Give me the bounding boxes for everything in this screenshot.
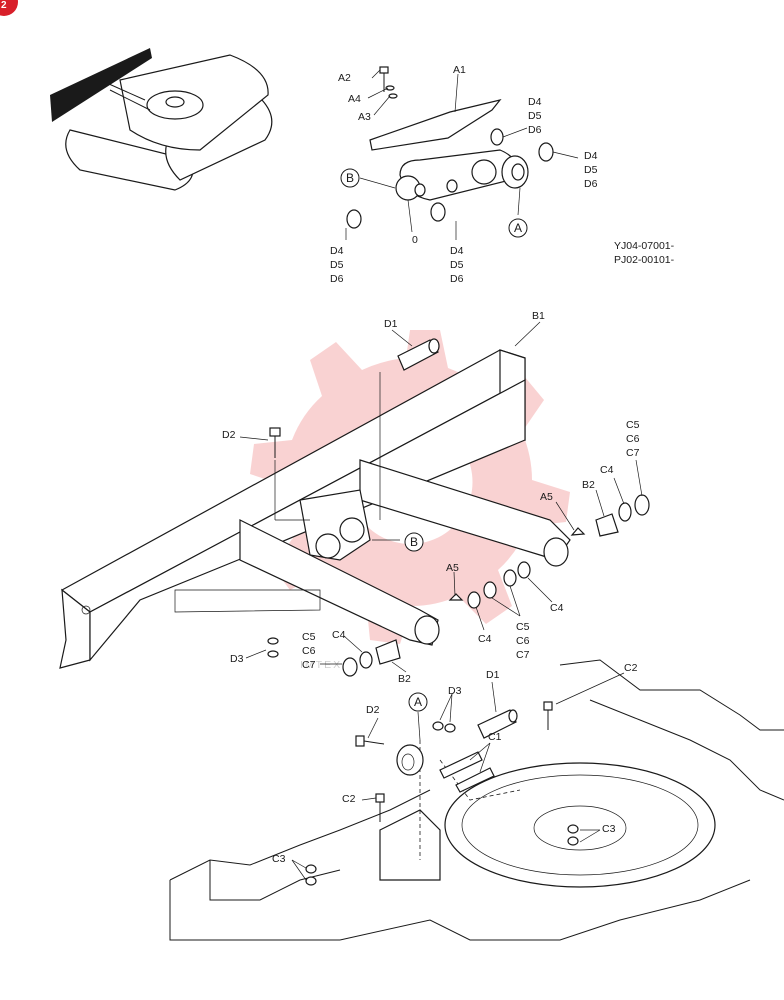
callout-A-top [508,218,528,238]
label-B2b: B2 [398,673,411,685]
label-D6b: D6 [584,178,598,190]
label-B2a: B2 [582,479,595,491]
label-C2b: C2 [342,793,356,805]
bottom-labels: A D3 D1 D2 C1 C2 C2 C3 C3 [272,662,638,865]
blade-assembly [59,321,650,677]
label-C4c: C4 [550,602,564,614]
label-A5b: A5 [446,562,459,574]
label-circle-B-main: B [410,535,418,549]
label-C6a: C6 [626,433,640,445]
label-C4a: C4 [600,464,614,476]
label-D4b: D4 [584,150,598,162]
label-D5a: D5 [528,110,542,122]
label-D4a: D4 [528,96,542,108]
label-D3a: D3 [230,653,244,665]
label-D2-main: D2 [222,429,236,441]
frame-mounting [169,659,784,941]
label-C3a: C3 [272,853,286,865]
label-zero: 0 [412,234,418,246]
label-C5c: C5 [302,631,316,643]
label-D6a: D6 [528,124,542,136]
label-circle-B-top: B [346,171,354,185]
label-D5c: D5 [330,259,344,271]
label-C5b: C5 [516,621,530,633]
main-labels: D1 B1 D2 C5 C6 C7 C4 B2 A5 B A5 C4 C4 C5… [222,310,640,685]
top-labels: A1 A2 A4 A3 D4 D5 D6 D4 D5 D6 D4 D5 D6 D… [330,64,598,285]
label-D4c: D4 [330,245,344,257]
callout-B-main [404,532,424,552]
serial-line-1: YJ04-07001- [614,240,675,252]
label-C6b: C6 [516,635,530,647]
excavator-overview [50,48,273,191]
label-D6d: D6 [450,273,464,285]
label-A5a: A5 [540,491,553,503]
label-C2a: C2 [624,662,638,674]
label-C5a: C5 [626,419,640,431]
label-A4: A4 [348,93,361,105]
label-circle-A-bottom: A [414,695,422,709]
label-D1-main: D1 [384,318,398,330]
svg-text:2: 2 [1,0,7,11]
label-C1: C1 [488,731,502,743]
bracket-detail [345,66,579,240]
serial-line-2: PJ02-00101- [614,254,675,266]
label-D6c: D6 [330,273,344,285]
label-D3-bottom: D3 [448,685,462,697]
corner-badge: 2 [0,0,18,16]
label-D4d: D4 [450,245,464,257]
callout-A-bottom [408,692,428,712]
label-D5d: D5 [450,259,464,271]
label-C4d: C4 [332,629,346,641]
label-C3b: C3 [602,823,616,835]
label-A2: A2 [338,72,351,84]
label-B1: B1 [532,310,545,322]
watermark-text: IMTEX [300,659,342,671]
label-circle-A-top: A [514,221,522,235]
label-C7b: C7 [516,649,530,661]
label-D5b: D5 [584,164,598,176]
label-D2-bottom: D2 [366,704,380,716]
label-C7a: C7 [626,447,640,459]
label-C4b: C4 [478,633,492,645]
callout-B-top [340,168,360,188]
label-D1-bottom: D1 [486,669,500,681]
label-A1: A1 [453,64,466,76]
label-A3: A3 [358,111,371,123]
label-C6c: C6 [302,645,316,657]
label-C7c: C7 [302,659,316,671]
